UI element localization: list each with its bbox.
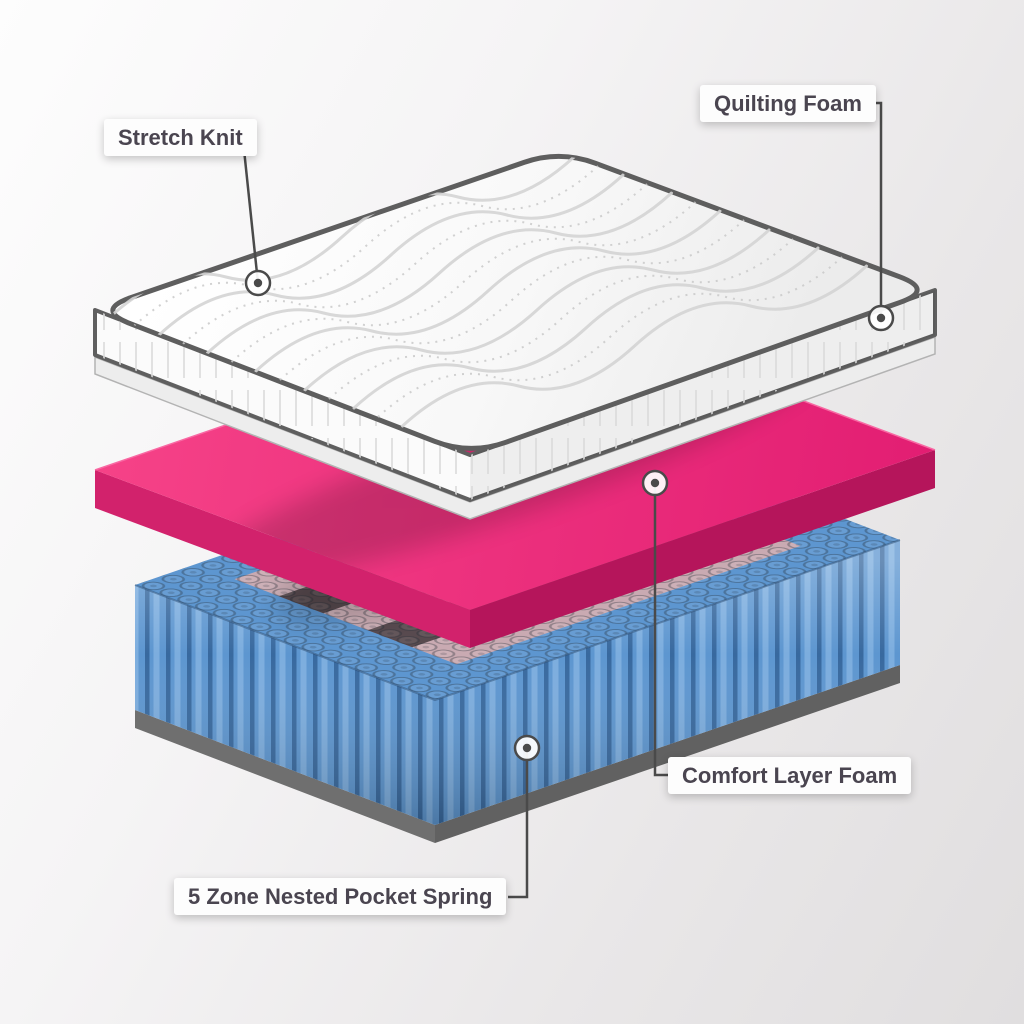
quilting-foam-marker [867, 304, 895, 332]
quilting-foam-label: Quilting Foam [700, 85, 876, 122]
quilting-pattern [112, 156, 868, 428]
spring-top-edge [134, 539, 901, 702]
comfort-foam-marker [641, 469, 669, 497]
side-stitching [95, 290, 935, 500]
mattress-top-layer [93, 153, 937, 520]
pocket-spring-line [508, 748, 529, 899]
foam-side-left [95, 470, 470, 648]
stretch-knit-label: Stretch Knit [104, 119, 257, 156]
foam-side-right [470, 450, 935, 648]
comfort-layer-foam-label: Comfort Layer Foam [668, 757, 912, 794]
spring-front-shading [135, 540, 900, 825]
pocket-spring-label: 5 Zone Nested Pocket Spring [174, 878, 507, 915]
pocket-spring-marker [513, 734, 541, 762]
quilting-pattern-dashed [133, 165, 843, 418]
spring-base-shade [435, 665, 900, 843]
stretch-knit-top-face [110, 153, 920, 451]
spring-base [135, 665, 900, 843]
stretch-knit-marker [244, 269, 272, 297]
sub-foam-sliver [94, 335, 936, 520]
stretch-knit-line [241, 139, 260, 284]
